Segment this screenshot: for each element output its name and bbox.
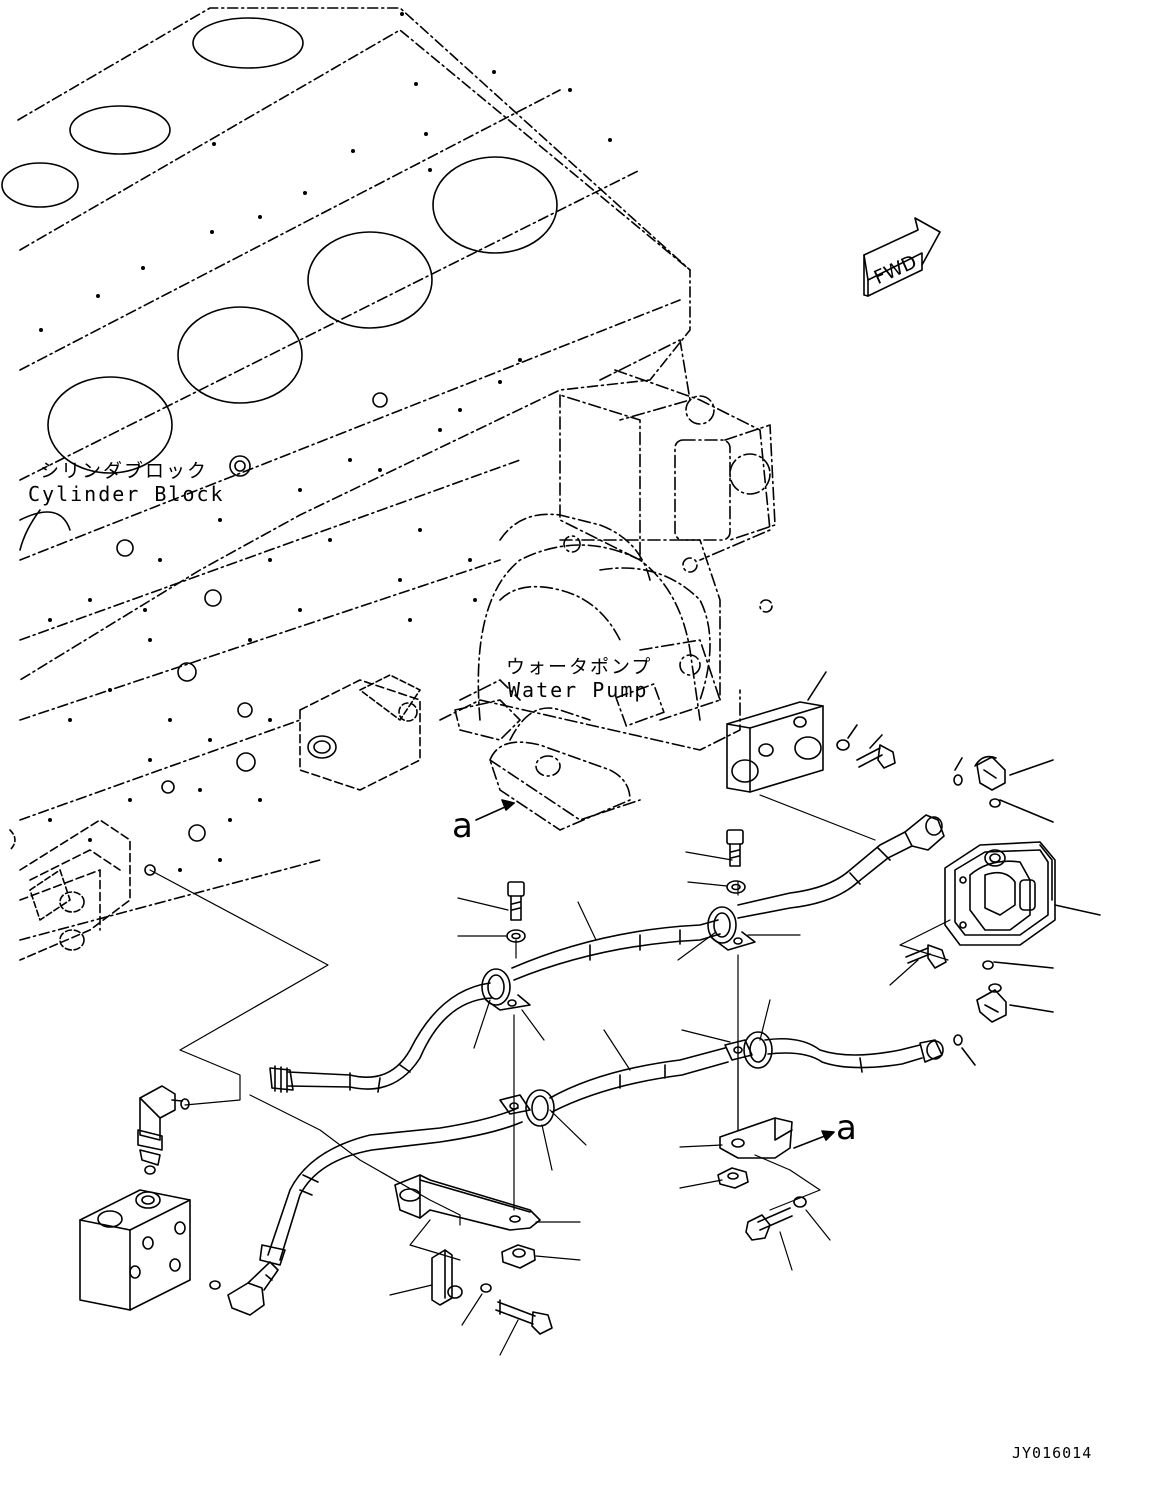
washer-leader [847, 724, 858, 739]
view-a-source-label: a [452, 806, 473, 846]
hose-lower [259, 1037, 944, 1266]
elbow-fitting-lower [953, 983, 1054, 1066]
bolt-lower-left [480, 1283, 553, 1335]
view-a-target-label: a [836, 1108, 857, 1148]
clamp-upper-right [707, 906, 756, 951]
water-pump [439, 339, 776, 831]
cylinder-block-leader [19, 509, 41, 551]
water-pump-label-jp: ウォータポンプ [506, 656, 653, 678]
view-a-source-arrow [475, 799, 515, 821]
bolt-upper-right [726, 829, 746, 894]
valve-block [79, 1165, 191, 1311]
cylinder-block-label-jp: シリンダブロック [40, 460, 209, 482]
cylinder-block-label-en: Cylinder Block [28, 482, 225, 506]
bolt-lower-right [745, 1196, 807, 1241]
nut-right [717, 1167, 749, 1189]
view-a-target-arrow [793, 1130, 835, 1149]
water-pump-label-en: Water Pump [508, 678, 649, 702]
clamp-lower-left [499, 1089, 555, 1127]
elbow-fitting-upper [953, 755, 1054, 823]
clamp-upper-left [481, 968, 531, 1011]
nut-lower-left [501, 1244, 536, 1269]
bolt-upper-left [506, 881, 526, 943]
hose-upper [269, 814, 945, 1093]
bracket-small [431, 1249, 463, 1306]
hydraulic-pump [944, 841, 1101, 946]
bolt-pump [905, 944, 1054, 970]
clamp-lower-right [724, 1031, 773, 1069]
drawing-code: JY016014 [1012, 1444, 1093, 1462]
bracket-right [719, 1117, 793, 1159]
forward-arrow-icon: FWD [863, 217, 941, 297]
bracket-lower-left [394, 1174, 541, 1231]
elbow-fitting-valve-top [137, 1085, 190, 1166]
elbow-fitting-valve-bottom [209, 1261, 279, 1316]
callout-leaders [389, 851, 919, 1356]
adapter-plate [726, 671, 827, 793]
bolt [856, 734, 896, 769]
washer [836, 739, 850, 751]
assembly-lines [149, 794, 951, 1261]
cylinder-block [1, 7, 691, 961]
